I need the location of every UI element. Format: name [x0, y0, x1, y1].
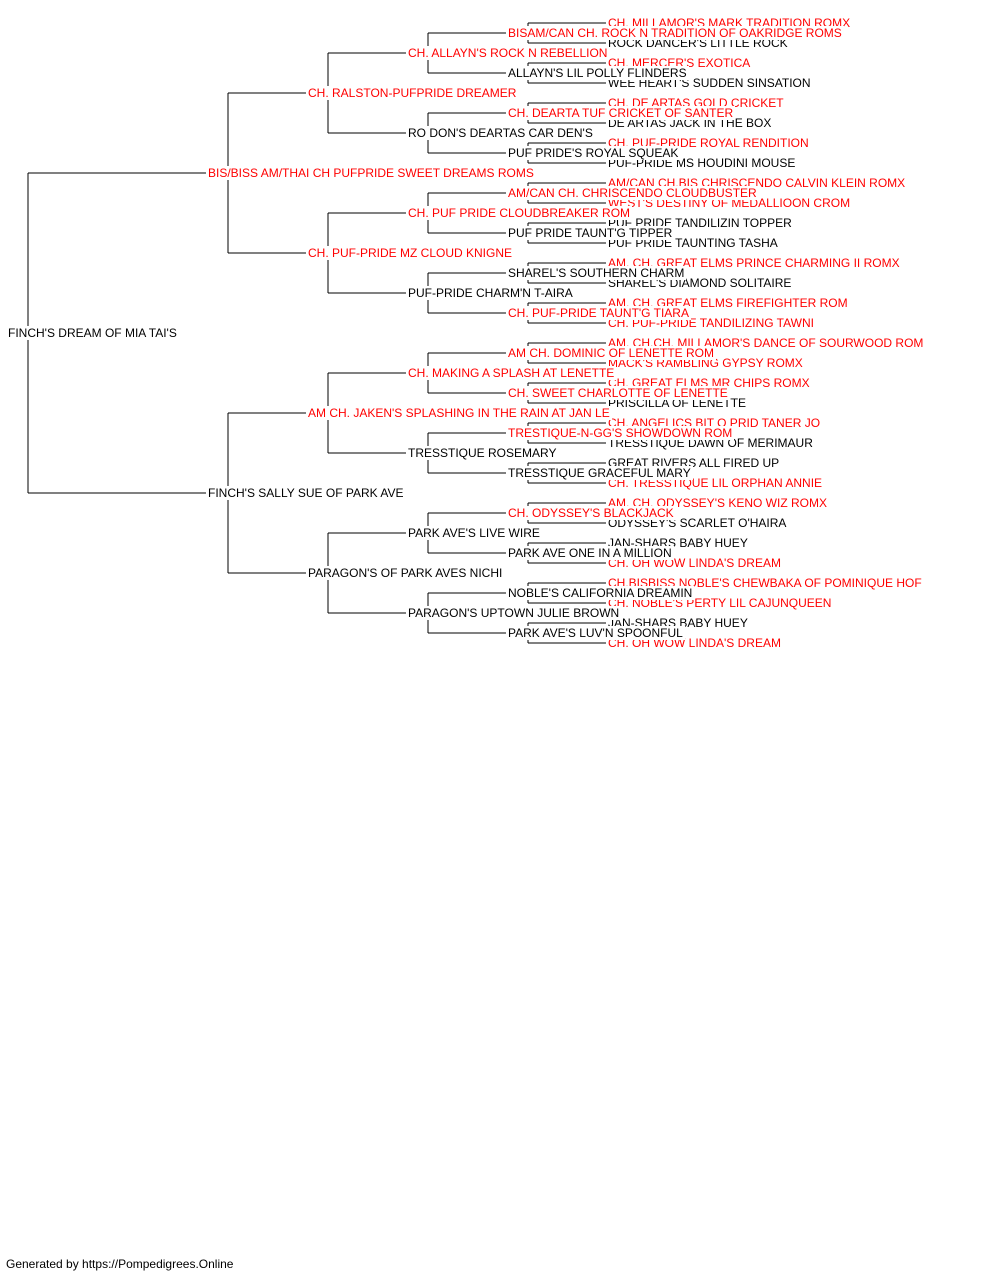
pedigree-entry-gen4: SHAREL'S SOUTHERN CHARM	[506, 266, 687, 280]
pedigree-entry-gen4: PARK AVE ONE IN A MILLION	[506, 546, 674, 560]
pedigree-entry-gen3: RO DON'S DEARTAS CAR DEN'S	[406, 126, 595, 140]
pedigree-entry-gen4: TRESTIQUE-N-GG'S SHOWDOWN ROM	[506, 426, 735, 440]
pedigree-entry-gen4: CH. ODYSSEY'S BLACKJACK	[506, 506, 676, 520]
pedigree-entry-gen4: ALLAYN'S LIL POLLY FLINDERS	[506, 66, 689, 80]
pedigree-entry-gen4: CH. DEARTA TUF CRICKET OF SANTER	[506, 106, 736, 120]
pedigree-entry-gen4: AM CH. DOMINIC OF LENETTE ROM	[506, 346, 717, 360]
pedigree-entry-gen3: TRESSTIQUE ROSEMARY	[406, 446, 559, 460]
pedigree-entry-gen1: FINCH'S SALLY SUE OF PARK AVE	[206, 486, 406, 500]
pedigree-entry-gen4: PARK AVE'S LUV'N SPOONFUL	[506, 626, 685, 640]
pedigree-entry-gen2: AM CH. JAKEN'S SPLASHING IN THE RAIN AT …	[306, 406, 612, 420]
pedigree-entry-gen3: CH. MAKING A SPLASH AT LENETTE	[406, 366, 617, 380]
pedigree-entry-gen3: CH. PUF PRIDE CLOUDBREAKER ROM	[406, 206, 633, 220]
pedigree-entry-gen0: FINCH'S DREAM OF MIA TAI'S	[6, 326, 179, 340]
pedigree-entry-gen1: BIS/BISS AM/THAI CH PUFPRIDE SWEET DREAM…	[206, 166, 536, 180]
footer-credit: Generated by https://Pompedigrees.Online	[6, 1257, 234, 1271]
pedigree-entry-gen4: CH. SWEET CHARLOTTE OF LENETTE	[506, 386, 730, 400]
pedigree-entry-gen4: PUF PRIDE'S ROYAL SQUEAK	[506, 146, 681, 160]
pedigree-entry-gen4: AM/CAN CH. CHRISCENDO CLOUDBUSTER	[506, 186, 759, 200]
pedigree-entry-gen3: PUF-PRIDE CHARM'N T-AIRA	[406, 286, 575, 300]
pedigree-entry-gen4: PUF PRIDE TAUNT'G TIPPER	[506, 226, 675, 240]
pedigree-entry-gen3: PARAGON'S UPTOWN JULIE BROWN	[406, 606, 622, 620]
pedigree-entry-gen4: CH. PUF-PRIDE TAUNT'G TIARA	[506, 306, 691, 320]
pedigree-entry-gen3: CH. ALLAYN'S ROCK N REBELLION	[406, 46, 610, 60]
pedigree-entry-gen2: CH. RALSTON-PUFPRIDE DREAMER	[306, 86, 519, 100]
pedigree-entry-gen3: PARK AVE'S LIVE WIRE	[406, 526, 542, 540]
pedigree-entry-gen2: PARAGON'S OF PARK AVES NICHI	[306, 566, 505, 580]
pedigree-entry-gen4: TRESSTIQUE GRACEFUL MARY	[506, 466, 693, 480]
pedigree-entry-gen2: CH. PUF-PRIDE MZ CLOUD KNIGNE	[306, 246, 515, 260]
pedigree-entry-gen4: NOBLE'S CALIFORNIA DREAMIN	[506, 586, 695, 600]
pedigree-entry-gen4: BISAM/CAN CH. ROCK N TRADITION OF OAKRID…	[506, 26, 844, 40]
